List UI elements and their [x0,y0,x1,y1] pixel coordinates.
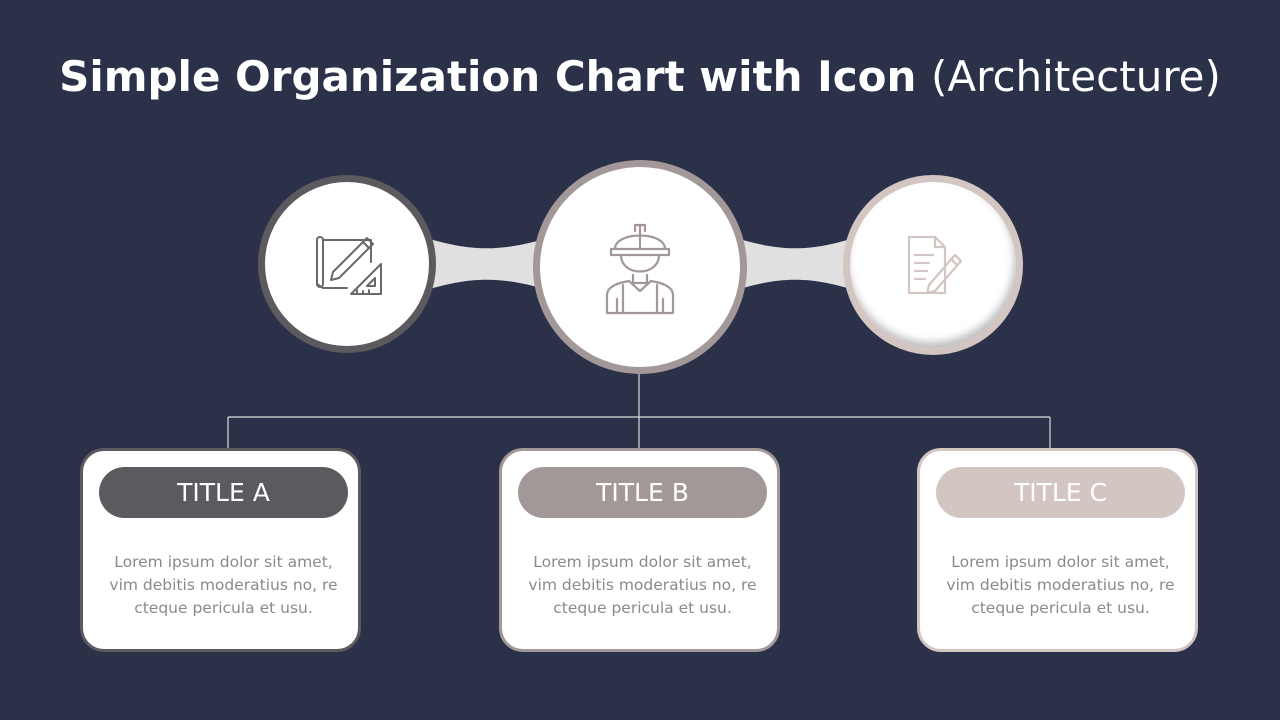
document-pen-icon [907,235,963,295]
card-a-title: TITLE A [99,467,348,518]
card-b-title: TITLE B [518,467,767,518]
card-a: TITLE A Lorem ipsum dolor sit amet, vim … [80,448,361,652]
card-b: TITLE B Lorem ipsum dolor sit amet, vim … [499,448,780,652]
page-title-main: Simple Organization Chart with Icon [59,52,917,101]
card-c-title: TITLE C [936,467,1185,518]
page-title-sub: (Architecture) [931,52,1221,101]
blueprint-pencil-ruler-icon [316,236,382,295]
connector-left [420,236,548,292]
connector-right [736,236,860,292]
card-c: TITLE C Lorem ipsum dolor sit amet, vim … [917,448,1198,652]
card-b-text: Lorem ipsum dolor sit amet, vim debitis … [528,553,757,617]
node-c-circle [843,175,1023,355]
node-a-circle [258,175,436,353]
card-a-text: Lorem ipsum dolor sit amet, vim debitis … [109,553,338,617]
page-title: Simple Organization Chart with Icon (Arc… [0,50,1280,104]
node-b-circle [533,160,747,374]
card-c-text: Lorem ipsum dolor sit amet, vim debitis … [946,553,1175,617]
construction-worker-hardhat-icon [605,223,675,315]
